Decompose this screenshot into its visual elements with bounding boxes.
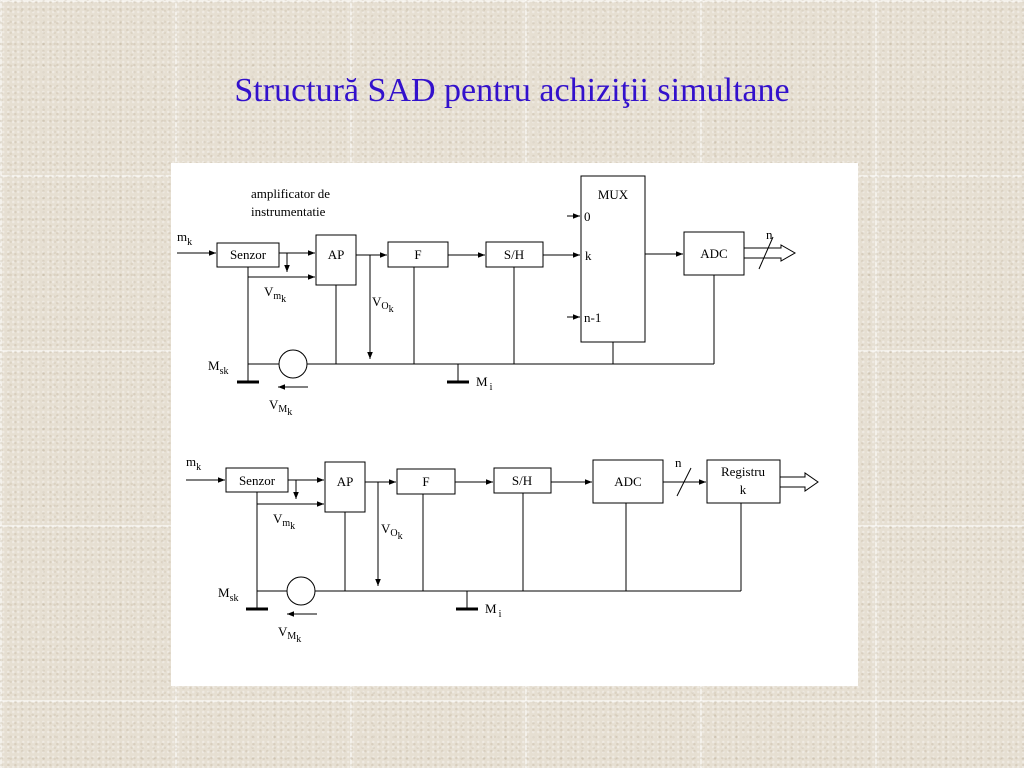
bottom-filter-label: F bbox=[422, 474, 429, 489]
bottom-ground-source-circle bbox=[286, 576, 316, 606]
top-filter-block bbox=[387, 241, 449, 268]
top-mux-block bbox=[580, 175, 646, 343]
bottom-adc-block bbox=[592, 459, 664, 504]
block-diagrams: amplificator de instrumentatie mk Senzor… bbox=[177, 175, 819, 645]
top-ground-source-circle bbox=[278, 349, 308, 379]
top-output-bus bbox=[744, 244, 797, 262]
bottom-sensor-label: Senzor bbox=[239, 473, 276, 488]
bottom-vM-label: VMk bbox=[278, 624, 301, 645]
top-vM-label: VMk bbox=[269, 397, 292, 418]
top-annotation-line2: instrumentatie bbox=[251, 204, 326, 219]
bottom-msk-label: Msk bbox=[218, 585, 238, 604]
top-mux-input-0: 0 bbox=[584, 209, 591, 224]
bottom-register-block bbox=[706, 459, 781, 504]
bottom-diagram: mk Senzor AP F S/H ADC Registru k n bbox=[186, 454, 819, 645]
top-bus-label: n bbox=[766, 227, 773, 242]
bottom-bus-slash bbox=[676, 467, 692, 497]
top-msk-label: Msk bbox=[208, 358, 228, 377]
top-vm-label: Vmk bbox=[264, 284, 286, 305]
top-annotation-line1: amplificator de bbox=[251, 186, 330, 201]
top-amp-label: AP bbox=[328, 247, 345, 262]
slide-title: Structură SAD pentru achiziţii simultane bbox=[234, 72, 790, 109]
top-adc-block bbox=[683, 231, 745, 276]
top-filter-label: F bbox=[414, 247, 421, 262]
top-mux-label: MUX bbox=[598, 187, 629, 202]
top-sh-label: S/H bbox=[504, 247, 524, 262]
top-mux-input-k: k bbox=[585, 248, 592, 263]
bottom-output-bus bbox=[780, 472, 819, 492]
bottom-vo-label: VOk bbox=[381, 521, 403, 542]
diagram-panel: amplificator de instrumentatie mk Senzor… bbox=[171, 163, 858, 686]
bottom-adc-label: ADC bbox=[614, 474, 641, 489]
top-diagram: amplificator de instrumentatie mk Senzor… bbox=[177, 175, 797, 418]
bottom-amp-block bbox=[324, 461, 366, 513]
bottom-vm-label: Vmk bbox=[273, 511, 295, 532]
top-mux-input-n1: n-1 bbox=[584, 310, 601, 325]
bottom-sensor-block bbox=[225, 467, 289, 493]
bottom-input-label: mk bbox=[186, 454, 201, 473]
top-input-label: mk bbox=[177, 229, 192, 248]
bottom-amp-label: AP bbox=[337, 474, 354, 489]
top-adc-label: ADC bbox=[700, 246, 727, 261]
top-bus-slash bbox=[758, 236, 774, 270]
bottom-bus-label: n bbox=[675, 455, 682, 470]
top-amp-block bbox=[315, 234, 357, 286]
top-vo-label: VOk bbox=[372, 294, 394, 315]
bottom-sh-label: S/H bbox=[512, 473, 532, 488]
top-sensor-label: Senzor bbox=[230, 247, 267, 262]
bottom-register-label-1: Registru bbox=[721, 464, 766, 479]
bottom-register-label-2: k bbox=[740, 482, 747, 497]
